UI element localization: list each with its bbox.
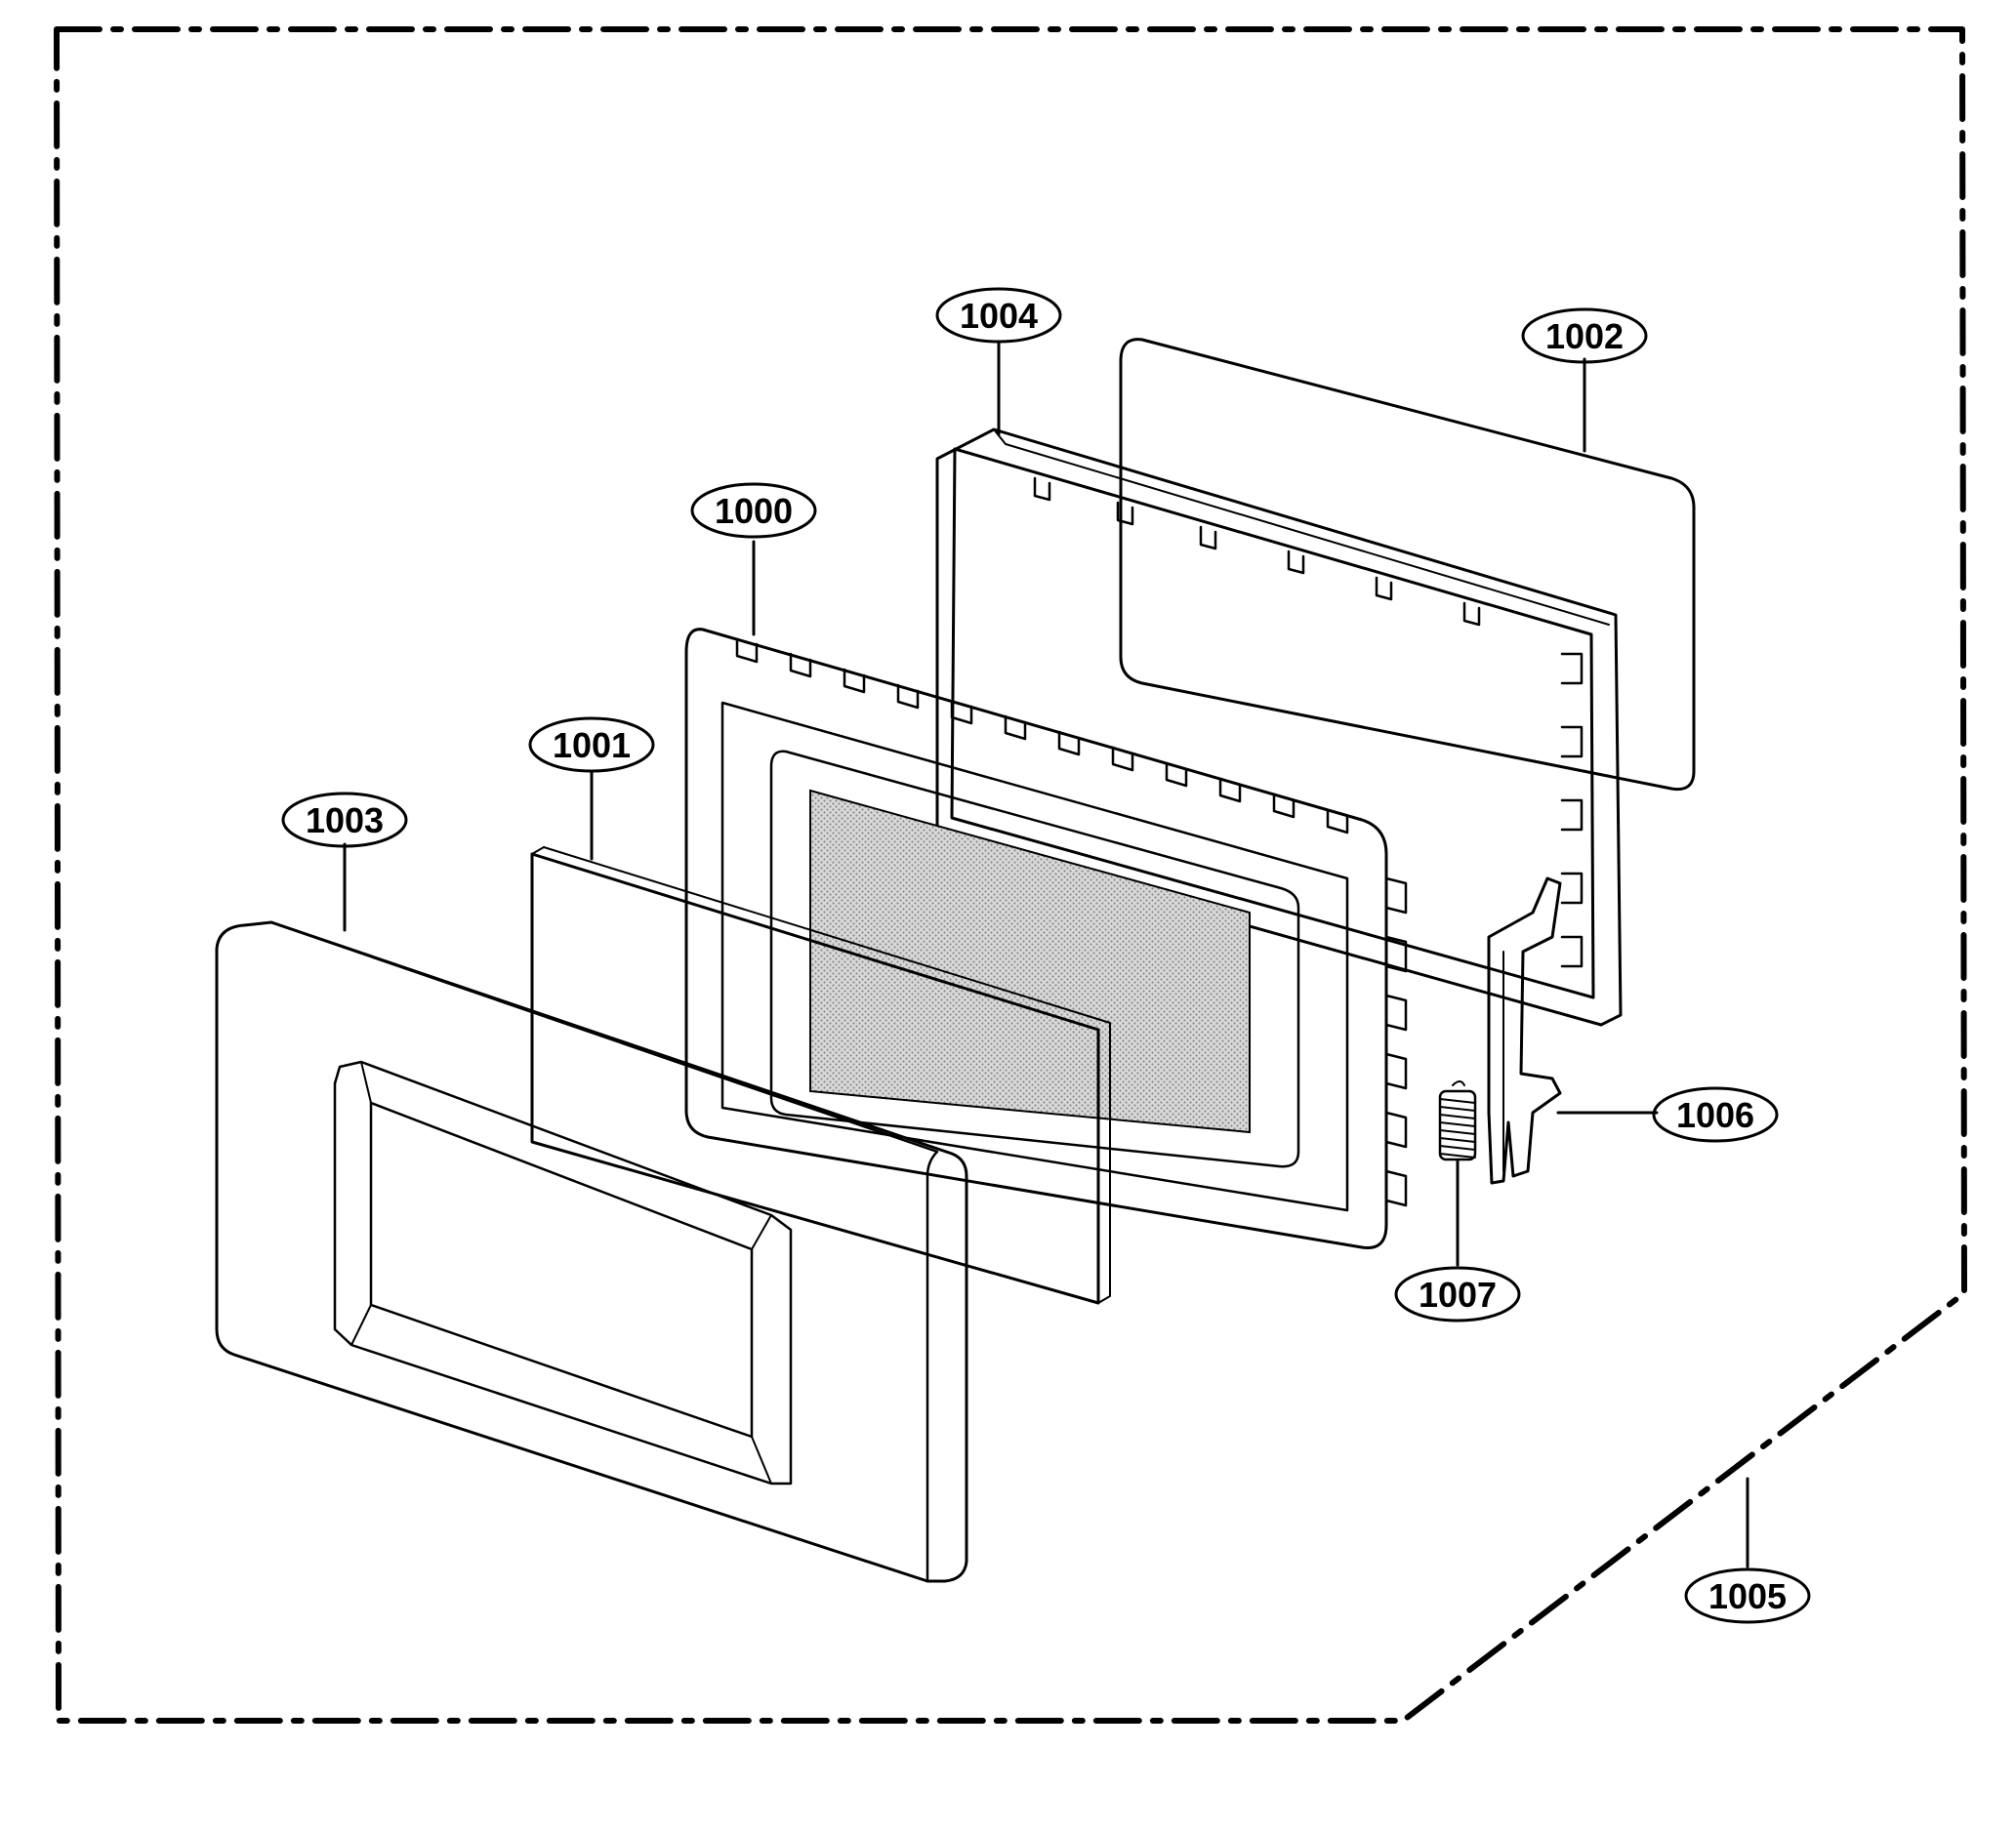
callout-1002: 1002 [1521,307,1648,364]
callout-1004: 1004 [935,287,1062,344]
callout-label-1000: 1000 [715,491,793,531]
part-1000-door-panel [684,628,1408,1250]
callout-label-1001: 1001 [553,725,631,765]
part-1004-door-frame [935,427,1623,1027]
callout-1005: 1005 [1684,1567,1811,1624]
part-1007-spring [1438,1080,1477,1161]
callout-label-1003: 1003 [306,800,384,840]
callout-1000: 1000 [690,482,817,539]
part-1001-choke-cover [530,846,1111,1305]
assembly-boundary-1005 [54,26,1967,1724]
callout-1003: 1003 [281,792,408,848]
callout-label-1006: 1006 [1676,1095,1754,1135]
callout-label-1004: 1004 [960,296,1038,336]
callout-1006: 1006 [1652,1086,1779,1143]
part-1006-latch-hook [1487,876,1562,1185]
part-1002-rear-glass [1119,338,1696,792]
callout-label-1005: 1005 [1708,1576,1787,1616]
part-1003-door-front [215,920,968,1583]
callout-1001: 1001 [528,716,655,773]
callout-1007: 1007 [1394,1266,1521,1322]
callout-label-1002: 1002 [1545,316,1624,356]
callout-label-1007: 1007 [1419,1275,1497,1315]
